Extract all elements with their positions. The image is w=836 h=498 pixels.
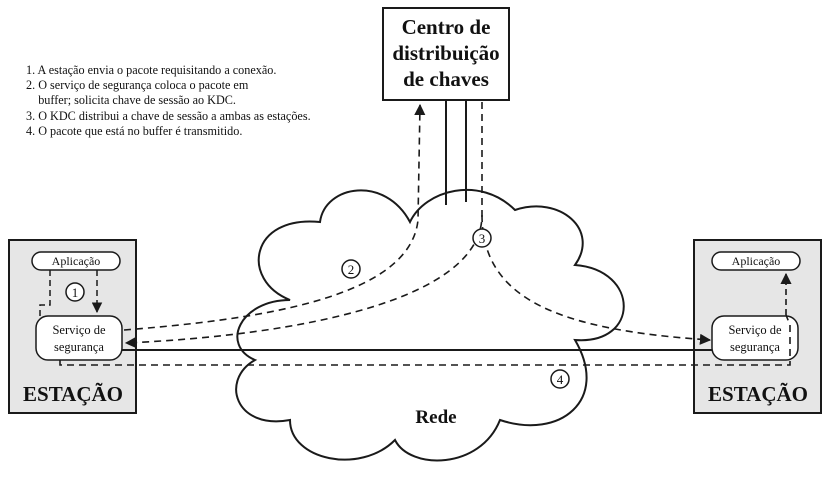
left-station-title: ESTAÇÃO bbox=[23, 382, 123, 406]
right-service-line2: segurança bbox=[730, 340, 780, 354]
step-3: 3. O KDC distribui a chave de sessão a a… bbox=[26, 108, 311, 123]
step-marker-1 bbox=[65, 282, 85, 302]
left-service-line1: Serviço de bbox=[52, 323, 106, 337]
step-marker-3-label: 3 bbox=[479, 231, 486, 246]
step-marker-2 bbox=[341, 259, 361, 279]
kdc-title-line1: Centro de bbox=[402, 15, 491, 39]
flow-step1 bbox=[39, 270, 51, 318]
network-cloud bbox=[235, 188, 625, 462]
left-app-box bbox=[31, 251, 121, 271]
step-marker-4-label: 4 bbox=[557, 372, 564, 387]
step-2-cont: buffer; solicita chave de sessão ao KDC. bbox=[26, 93, 236, 108]
step-1: 1. A estação envia o pacote requisitando… bbox=[26, 63, 277, 77]
steps-list: 1. A estação envia o pacote requisitando… bbox=[26, 63, 386, 139]
left-service-line2: segurança bbox=[54, 340, 104, 354]
kdc-title-line3: de chaves bbox=[403, 67, 489, 91]
right-service-line1: Serviço de bbox=[728, 323, 782, 337]
flow-step4 bbox=[59, 314, 791, 366]
step-marker-4 bbox=[550, 369, 570, 389]
step-marker-2-label: 2 bbox=[348, 262, 355, 277]
right-app-box bbox=[711, 251, 801, 271]
left-service-box bbox=[35, 315, 123, 361]
network-label: Rede bbox=[415, 407, 456, 428]
left-app-label: Aplicação bbox=[52, 254, 101, 268]
right-app-label: Aplicação bbox=[732, 254, 781, 268]
step-2: 2. O serviço de segurança coloca o pacot… bbox=[26, 78, 249, 93]
step-marker-3 bbox=[472, 228, 492, 248]
step-4: 4. O pacote que está no buffer é transmi… bbox=[26, 123, 243, 138]
right-service-box bbox=[711, 315, 799, 361]
right-station-title: ESTAÇÃO bbox=[708, 382, 808, 406]
kdc-title-line2: distribuição bbox=[392, 41, 499, 65]
step-marker-1-label: 1 bbox=[72, 285, 79, 300]
kdc-box bbox=[382, 7, 510, 101]
